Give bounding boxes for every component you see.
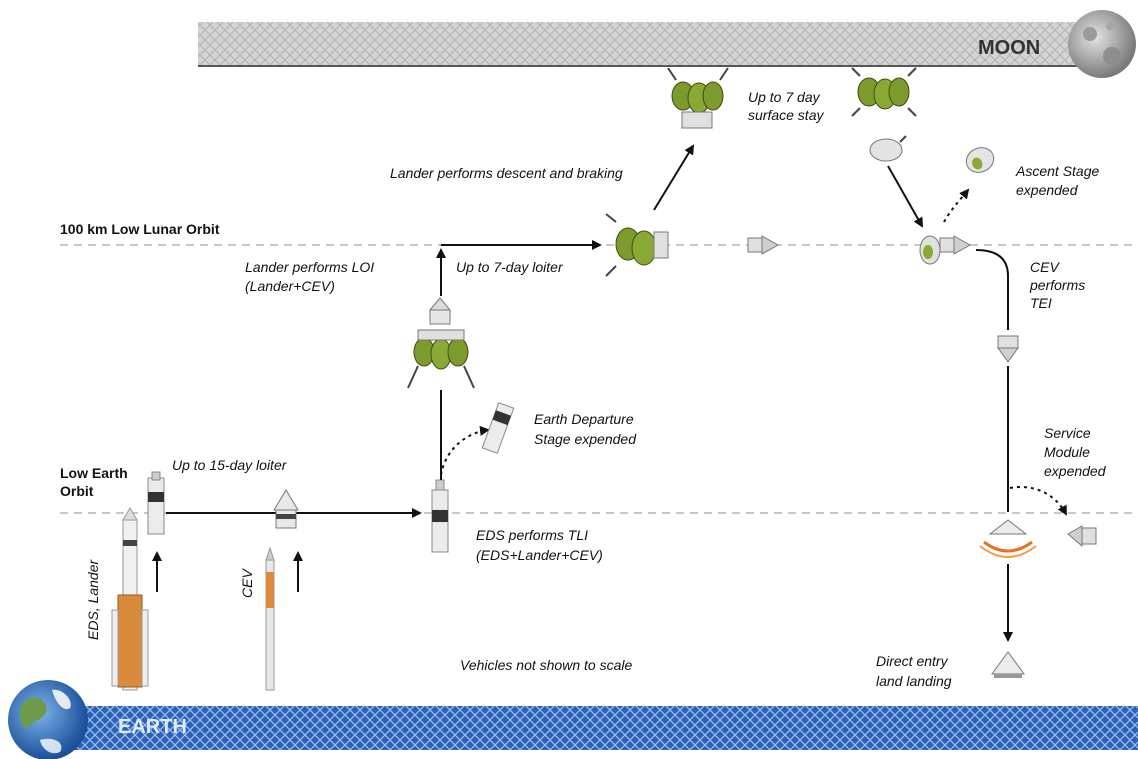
lander-cev-llo bbox=[605, 213, 669, 277]
cev-capsule-leo bbox=[273, 489, 299, 529]
cev-waiting-llo bbox=[747, 235, 780, 255]
ascent-expended-arrow bbox=[943, 188, 970, 223]
earth-band: EARTH bbox=[60, 706, 1138, 750]
ascent-arrow bbox=[887, 165, 923, 228]
lander-cev-stack-transit bbox=[407, 297, 475, 389]
sm-expended-line3: expended bbox=[1044, 463, 1107, 479]
loi-label-line2: (Lander+CEV) bbox=[245, 278, 335, 294]
sm-expended-arrow bbox=[1009, 486, 1067, 516]
moon-icon bbox=[1068, 10, 1136, 78]
eds-lander-rocket bbox=[111, 507, 149, 691]
moon-band: MOON bbox=[198, 22, 1080, 67]
leo-label-line2: Orbit bbox=[60, 483, 94, 499]
cev-rocket bbox=[265, 546, 275, 691]
descent-arrow bbox=[653, 144, 695, 211]
service-module-expended bbox=[1067, 525, 1097, 548]
ascent-stage-expended bbox=[965, 147, 995, 173]
ascent-expended-line1: Ascent Stage bbox=[1015, 163, 1099, 179]
cev-rocket-label: CEV bbox=[239, 568, 255, 598]
llo-label: 100 km Low Lunar Orbit bbox=[60, 221, 220, 237]
landing-label-line2: land landing bbox=[876, 673, 952, 689]
lander-surface-arrival bbox=[667, 67, 729, 129]
ascent-expended-line2: expended bbox=[1016, 182, 1079, 198]
tei-label-line3: TEI bbox=[1030, 295, 1052, 311]
moon-label: MOON bbox=[978, 37, 1040, 59]
surface-stay-line1: Up to 7 day bbox=[748, 89, 821, 105]
ascent-stage bbox=[869, 135, 907, 162]
eds-lander-rocket-label: EDS, Lander bbox=[85, 559, 101, 640]
earth-icon bbox=[8, 680, 88, 759]
tli-label-line1: EDS performs TLI bbox=[476, 527, 588, 543]
entry-capsule bbox=[979, 519, 1037, 558]
lander-surface-departure bbox=[851, 67, 917, 117]
eds-lander-stack-leo bbox=[147, 471, 165, 535]
eds-expended-label-line2: Stage expended bbox=[534, 431, 637, 447]
eds-tli-stack bbox=[431, 479, 449, 553]
eds-expended-label-line1: Earth Departure bbox=[534, 411, 634, 427]
descent-label: Lander performs descent and braking bbox=[390, 165, 623, 181]
loiter7-label: Up to 7-day loiter bbox=[456, 259, 564, 275]
eds-expended-stage bbox=[481, 402, 515, 454]
landed-capsule bbox=[991, 651, 1025, 678]
tei-label-line1: CEV bbox=[1030, 259, 1060, 275]
loi-label-line1: Lander performs LOI bbox=[245, 259, 374, 275]
loiter15-label: Up to 15-day loiter bbox=[172, 457, 288, 473]
surface-stay-line2: surface stay bbox=[748, 107, 824, 123]
sm-expended-line1: Service bbox=[1044, 425, 1091, 441]
ascent-cev-docked bbox=[919, 235, 972, 265]
eds-expended-arrow bbox=[440, 425, 490, 476]
sm-expended-line2: Module bbox=[1044, 444, 1090, 460]
tei-trajectory bbox=[975, 249, 1009, 330]
leo-label-line1: Low Earth bbox=[60, 465, 128, 481]
tei-label-line2: performs bbox=[1029, 277, 1085, 293]
cev-return bbox=[997, 335, 1019, 363]
tli-label-line2: (EDS+Lander+CEV) bbox=[476, 547, 603, 563]
scale-note: Vehicles not shown to scale bbox=[460, 657, 632, 673]
earth-label: EARTH bbox=[118, 716, 187, 738]
landing-label-line1: Direct entry bbox=[876, 653, 949, 669]
